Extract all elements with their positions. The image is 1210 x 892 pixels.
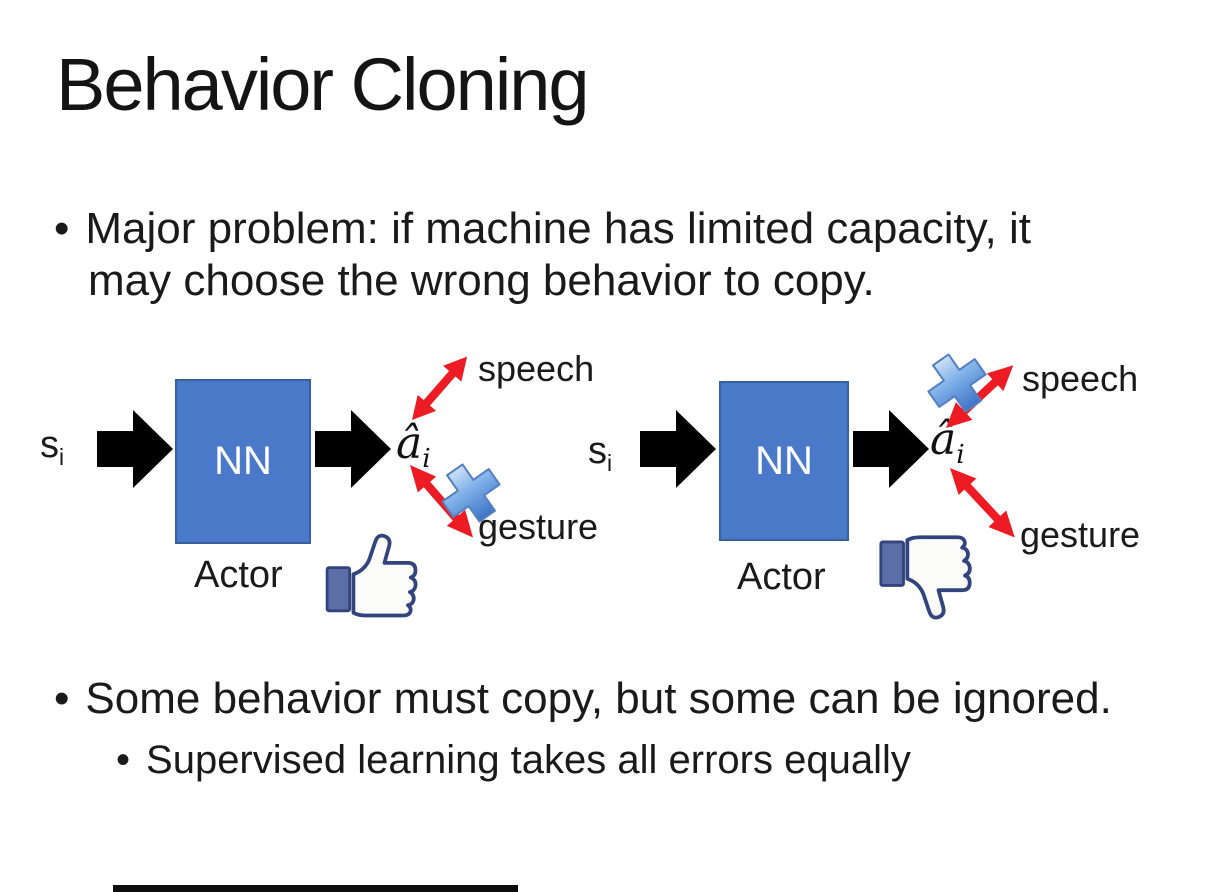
nn-label: NN: [755, 438, 813, 483]
bullet-major-problem: • Major problem: if machine has limited …: [54, 204, 1031, 254]
cropped-bottom-element: [113, 885, 518, 892]
actor-label-left: Actor: [194, 554, 283, 596]
action-subscript: i: [956, 439, 965, 471]
bullet-marker: •: [54, 204, 70, 253]
nn-box-left: NN: [175, 379, 311, 544]
action-subscript: i: [422, 443, 431, 475]
action-symbol: â: [396, 418, 423, 469]
sub-bullet-supervised-learning: • Supervised learning takes all errors e…: [116, 738, 911, 783]
nn-label: NN: [214, 439, 272, 483]
actor-label-right: Actor: [737, 556, 826, 598]
bullet-marker: •: [54, 674, 70, 723]
speech-label-left: speech: [478, 348, 595, 389]
gesture-label-right: gesture: [1020, 514, 1141, 555]
red-double-arrow-icon: [401, 347, 477, 429]
thumbs-down-icon: [878, 528, 986, 622]
bullet-marker: •: [116, 738, 131, 782]
nn-box-right: NN: [719, 381, 849, 541]
output-action-label-left: âi: [396, 418, 431, 472]
bullet-text: Some behavior must copy, but some can be…: [85, 674, 1112, 723]
black-arrow-icon: [315, 410, 391, 488]
bullet-some-behavior: • Some behavior must copy, but some can …: [54, 674, 1112, 724]
input-state-label-left: si: [40, 424, 65, 470]
blue-cross-icon: [424, 446, 519, 541]
state-subscript: i: [59, 443, 65, 470]
state-symbol: s: [588, 430, 607, 472]
page-title: Behavior Cloning: [56, 43, 590, 126]
sub-bullet-text: Supervised learning takes all errors equ…: [146, 738, 911, 782]
gesture-label-left: gesture: [478, 506, 599, 547]
black-arrow-icon: [97, 410, 173, 488]
black-arrow-icon: [640, 410, 716, 488]
thumbs-up-icon: [322, 530, 430, 624]
black-arrow-icon: [853, 410, 929, 488]
input-state-label-right: si: [588, 430, 613, 476]
state-subscript: i: [607, 449, 613, 476]
bullet-text-line1: Major problem: if machine has limited ca…: [85, 204, 1031, 253]
bullet-text-line2: may choose the wrong behavior to copy.: [88, 256, 875, 305]
state-symbol: s: [40, 424, 59, 466]
speech-label-right: speech: [1022, 358, 1139, 399]
blue-cross-icon: [910, 336, 1005, 431]
red-double-arrow-icon: [940, 458, 1025, 547]
